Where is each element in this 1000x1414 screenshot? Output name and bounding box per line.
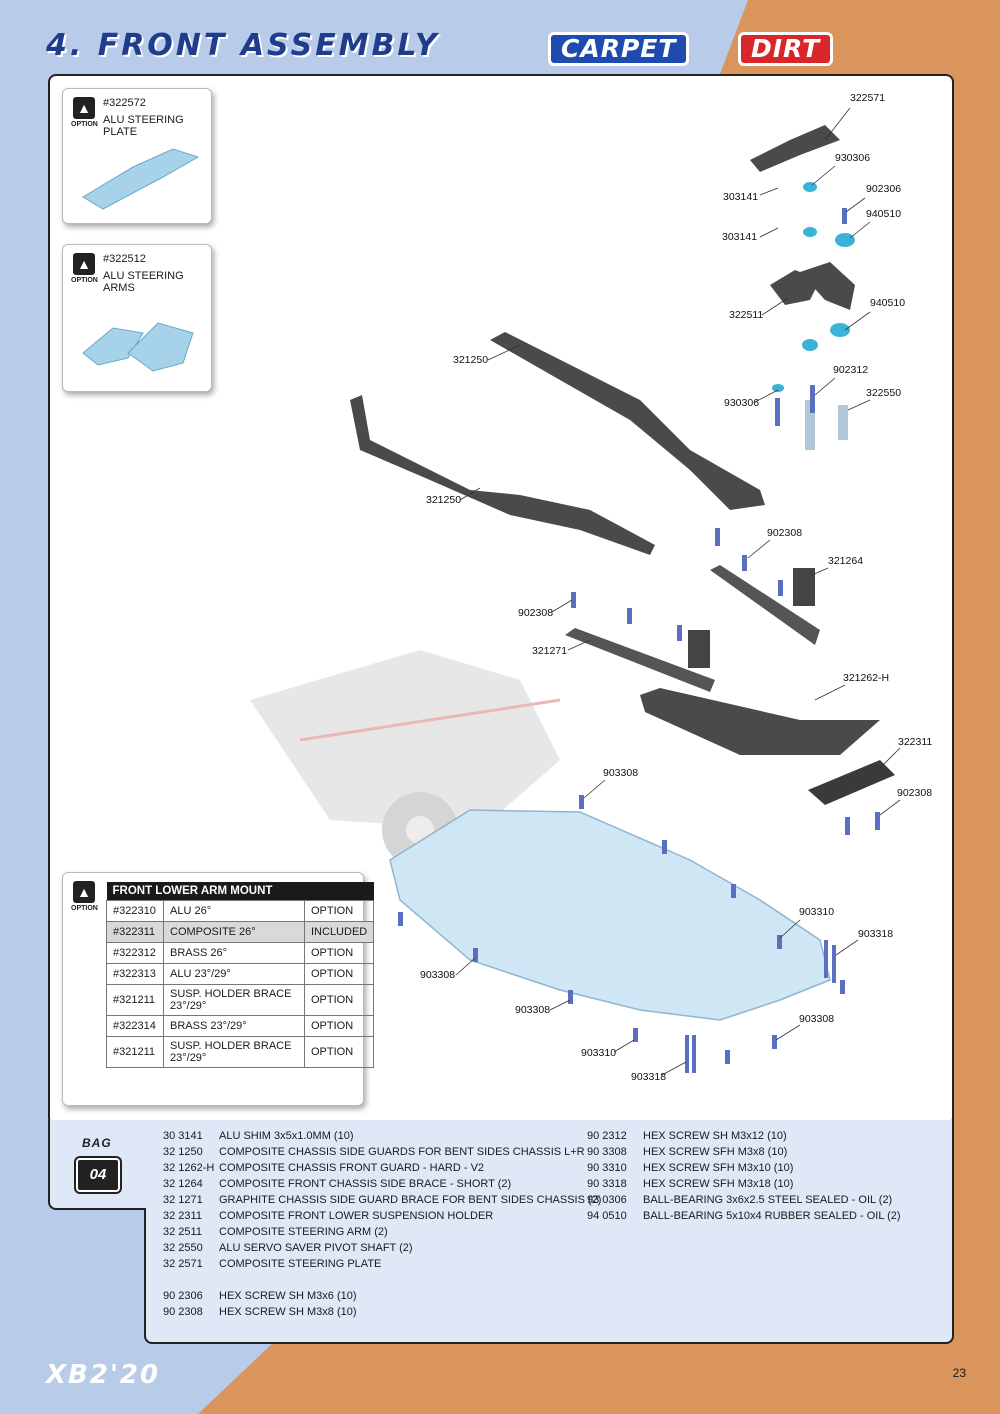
thumbs-up-icon: ▲ bbox=[73, 881, 95, 903]
callout-903308: 903308 bbox=[603, 767, 639, 779]
thumbs-up-icon: ▲ bbox=[73, 253, 95, 275]
option-label: OPTION bbox=[71, 277, 98, 284]
callout-321250: 321250 bbox=[453, 354, 489, 366]
option-card-steering-arms: ▲ OPTION #322512 ALU STEERING ARMS bbox=[62, 244, 212, 392]
callout-322571: 322571 bbox=[850, 92, 886, 104]
option-name: ALU STEERING ARMS bbox=[103, 270, 184, 294]
option-card-steering-plate: ▲ OPTION #322572 ALU STEERING PLATE bbox=[62, 88, 212, 224]
callout-930306: 930306 bbox=[724, 397, 760, 409]
lower-susp-holder bbox=[808, 760, 895, 805]
callout-902312: 902312 bbox=[833, 364, 869, 376]
car-background-illustration bbox=[250, 650, 561, 868]
bag-label: BAG bbox=[82, 1136, 112, 1150]
callout-903308: 903308 bbox=[420, 969, 456, 981]
side-guard-rear bbox=[490, 332, 765, 510]
page-title: 4. FRONT ASSEMBLY bbox=[46, 28, 440, 63]
callout-902308: 902308 bbox=[767, 527, 803, 539]
bag-number: 04 bbox=[76, 1158, 120, 1192]
chassis-plate bbox=[389, 809, 831, 1021]
callout-902308: 902308 bbox=[897, 787, 933, 799]
arm-mount-title: FRONT LOWER ARM MOUNT bbox=[106, 882, 374, 901]
callout-903310: 903310 bbox=[581, 1047, 617, 1059]
callout-903318: 903318 bbox=[858, 928, 894, 940]
option-label: OPTION bbox=[71, 905, 98, 912]
alu-steering-arms-image bbox=[82, 322, 194, 372]
option-name: ALU STEERING PLATE bbox=[103, 114, 184, 138]
callout-930306: 930306 bbox=[835, 152, 871, 164]
carpet-badge: CARPET bbox=[548, 32, 690, 66]
steering-arm-right bbox=[800, 262, 855, 310]
callout-903308: 903308 bbox=[799, 1013, 835, 1025]
callout-940510: 940510 bbox=[866, 208, 902, 220]
option-label: OPTION bbox=[71, 121, 98, 128]
callout-321262-h: 321262-H bbox=[843, 672, 890, 684]
callout-321271: 321271 bbox=[532, 645, 568, 657]
alu-steering-plate-image bbox=[82, 148, 200, 210]
callout-902306: 902306 bbox=[866, 183, 902, 195]
option-code: #322572 bbox=[103, 97, 146, 109]
callout-322511: 322511 bbox=[729, 309, 764, 321]
callout-303141: 303141 bbox=[723, 191, 759, 203]
graphite-brace-left bbox=[565, 628, 715, 692]
callout-322311: 322311 bbox=[898, 736, 933, 748]
callout-940510: 940510 bbox=[870, 297, 906, 309]
callout-321264: 321264 bbox=[828, 555, 864, 567]
graphite-brace-right bbox=[710, 565, 820, 645]
callout-903308: 903308 bbox=[515, 1004, 551, 1016]
dirt-badge: DIRT bbox=[738, 32, 834, 66]
parts-list-panel bbox=[144, 1120, 954, 1344]
option-code: #322512 bbox=[103, 253, 146, 265]
callout-903318: 903318 bbox=[631, 1071, 667, 1083]
side-guard-front bbox=[350, 395, 655, 555]
thumbs-up-icon: ▲ bbox=[73, 97, 95, 119]
front-guard bbox=[640, 688, 880, 755]
model-logo: XB2'20 bbox=[46, 1360, 161, 1390]
steering-plate bbox=[750, 125, 840, 172]
callout-322550: 322550 bbox=[866, 387, 902, 399]
callout-303141: 303141 bbox=[722, 231, 758, 243]
callout-903310: 903310 bbox=[799, 906, 835, 918]
page-number: 23 bbox=[952, 1366, 966, 1380]
callout-321250: 321250 bbox=[426, 494, 462, 506]
callout-902308: 902308 bbox=[518, 607, 554, 619]
